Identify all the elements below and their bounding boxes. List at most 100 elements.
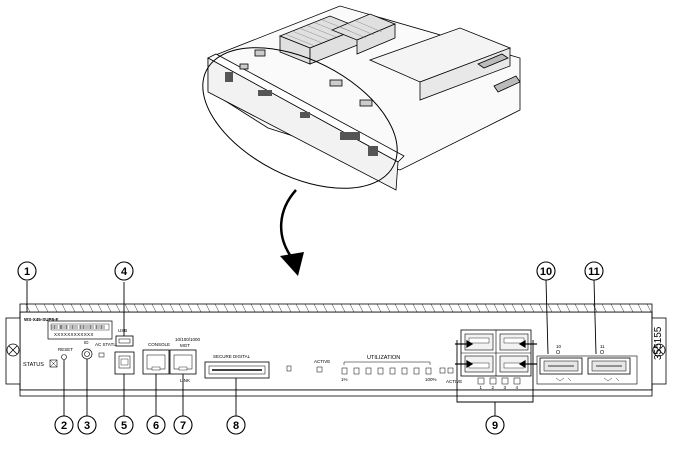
sfp-port-led (501, 377, 509, 385)
ridge-tick (385, 303, 391, 313)
ridge-tick (277, 303, 283, 313)
ridge-tick (475, 303, 481, 313)
status-led (49, 359, 58, 368)
board-illustration (207, 5, 521, 191)
status-label: STATUS (23, 362, 44, 368)
utilization-led (353, 367, 360, 375)
console-label: CONSOLE (148, 342, 170, 347)
ridge-tick (241, 303, 247, 313)
serial-label-text: XXXXXXXXXXXX (54, 332, 94, 337)
qsfp-led-11 (599, 349, 605, 355)
ridge-tick (376, 303, 382, 313)
sfp-port-1[interactable] (464, 333, 494, 351)
callout-number: 6 (153, 420, 159, 432)
sfp-port-number: 1 (480, 385, 483, 390)
ridge-tick (133, 303, 139, 313)
utilization-led (401, 367, 408, 375)
ridge-tick (322, 303, 328, 313)
mgmt-label-line1: 10/100/1000 (175, 337, 201, 342)
reset-label: RESET (58, 347, 73, 352)
ridge-tick (250, 303, 256, 313)
utilization-led (425, 367, 432, 375)
ridge-tick (448, 303, 454, 313)
ridge-tick (520, 303, 526, 313)
ridge-tick (295, 303, 301, 313)
callout-number: 7 (180, 420, 186, 432)
utilization-led-label: 100% (425, 377, 437, 382)
ridge-tick (169, 303, 175, 313)
callout-4: 4 (114, 261, 134, 281)
sfp-port-group: ACTIVE (439, 329, 537, 390)
ridge-tick (412, 303, 418, 313)
ridge-tick (601, 303, 607, 313)
ridge-tick (565, 303, 571, 313)
ridge-tick (259, 303, 265, 313)
ridge-tick (403, 303, 409, 313)
utilization-led (413, 367, 420, 375)
utilization-label: UTILIZATION (367, 355, 400, 361)
ridge-tick (232, 303, 238, 313)
usb-port-a[interactable] (115, 335, 134, 347)
model-label: WS-X45-SUP8-E (24, 317, 59, 322)
callout-2: 2 (54, 415, 74, 435)
sd-card-slot[interactable] (204, 361, 270, 379)
callout-8: 8 (226, 415, 246, 435)
right-screw (652, 343, 666, 357)
usb-port-b[interactable] (114, 351, 135, 375)
link-label: LINK (180, 378, 190, 383)
reset-button[interactable] (61, 354, 67, 360)
ridge-tick (97, 303, 103, 313)
ac-status-label: AC STATUS (95, 342, 120, 347)
console-port[interactable] (142, 349, 170, 375)
qsfp-port-11[interactable] (587, 357, 631, 375)
ridge-tick (358, 303, 364, 313)
mgmt-ethernet-port[interactable] (169, 349, 197, 375)
callout-3: 3 (77, 415, 97, 435)
ridge-tick (214, 303, 220, 313)
callout-number: 2 (61, 420, 67, 432)
ridge-tick (493, 303, 499, 313)
usb-label: USB (118, 328, 127, 333)
ridge-tick (583, 303, 589, 313)
sfp-active-label: ACTIVE (446, 379, 462, 384)
ridge-tick (502, 303, 508, 313)
id-button[interactable] (81, 348, 93, 360)
ridge-tick (628, 303, 634, 313)
ridge-tick (79, 303, 85, 313)
front-panel: WS-X45-SUP8-E XXXXXXXXXXXX STATUS RESET … (5, 303, 667, 397)
ridge-tick (304, 303, 310, 313)
ridge-tick (142, 303, 148, 313)
callout-number: 3 (84, 420, 90, 432)
callout-number: 4 (121, 266, 128, 278)
callout-7: 7 (173, 415, 193, 435)
curved-arrow (279, 189, 304, 276)
callout-number: 8 (233, 420, 239, 432)
ridge-tick (268, 303, 274, 313)
sfp-port-4[interactable] (499, 355, 529, 373)
ridge-tick (430, 303, 436, 313)
ridge-tick (151, 303, 157, 313)
callout-number: 10 (540, 266, 552, 278)
callout-number: 9 (492, 420, 498, 432)
figure-id: 355155 (653, 326, 664, 360)
ridge-tick (457, 303, 463, 313)
ridge-tick (61, 303, 67, 313)
ridge-tick (610, 303, 616, 313)
ridge-tick (70, 303, 76, 313)
ridge-tick (88, 303, 94, 313)
ridge-tick (160, 303, 166, 313)
callout-10: 10 (536, 261, 556, 281)
qsfp-label-10: 10 (556, 344, 562, 349)
left-screw (6, 343, 20, 357)
callout-11: 11 (584, 261, 604, 281)
ridge-tick (340, 303, 346, 313)
ridge-tick (484, 303, 490, 313)
qsfp-port-10[interactable] (539, 357, 583, 375)
sfp-port-2[interactable] (499, 333, 529, 351)
ridge-tick (34, 303, 40, 313)
ridge-tick (223, 303, 229, 313)
sfp-port-3[interactable] (464, 355, 494, 373)
